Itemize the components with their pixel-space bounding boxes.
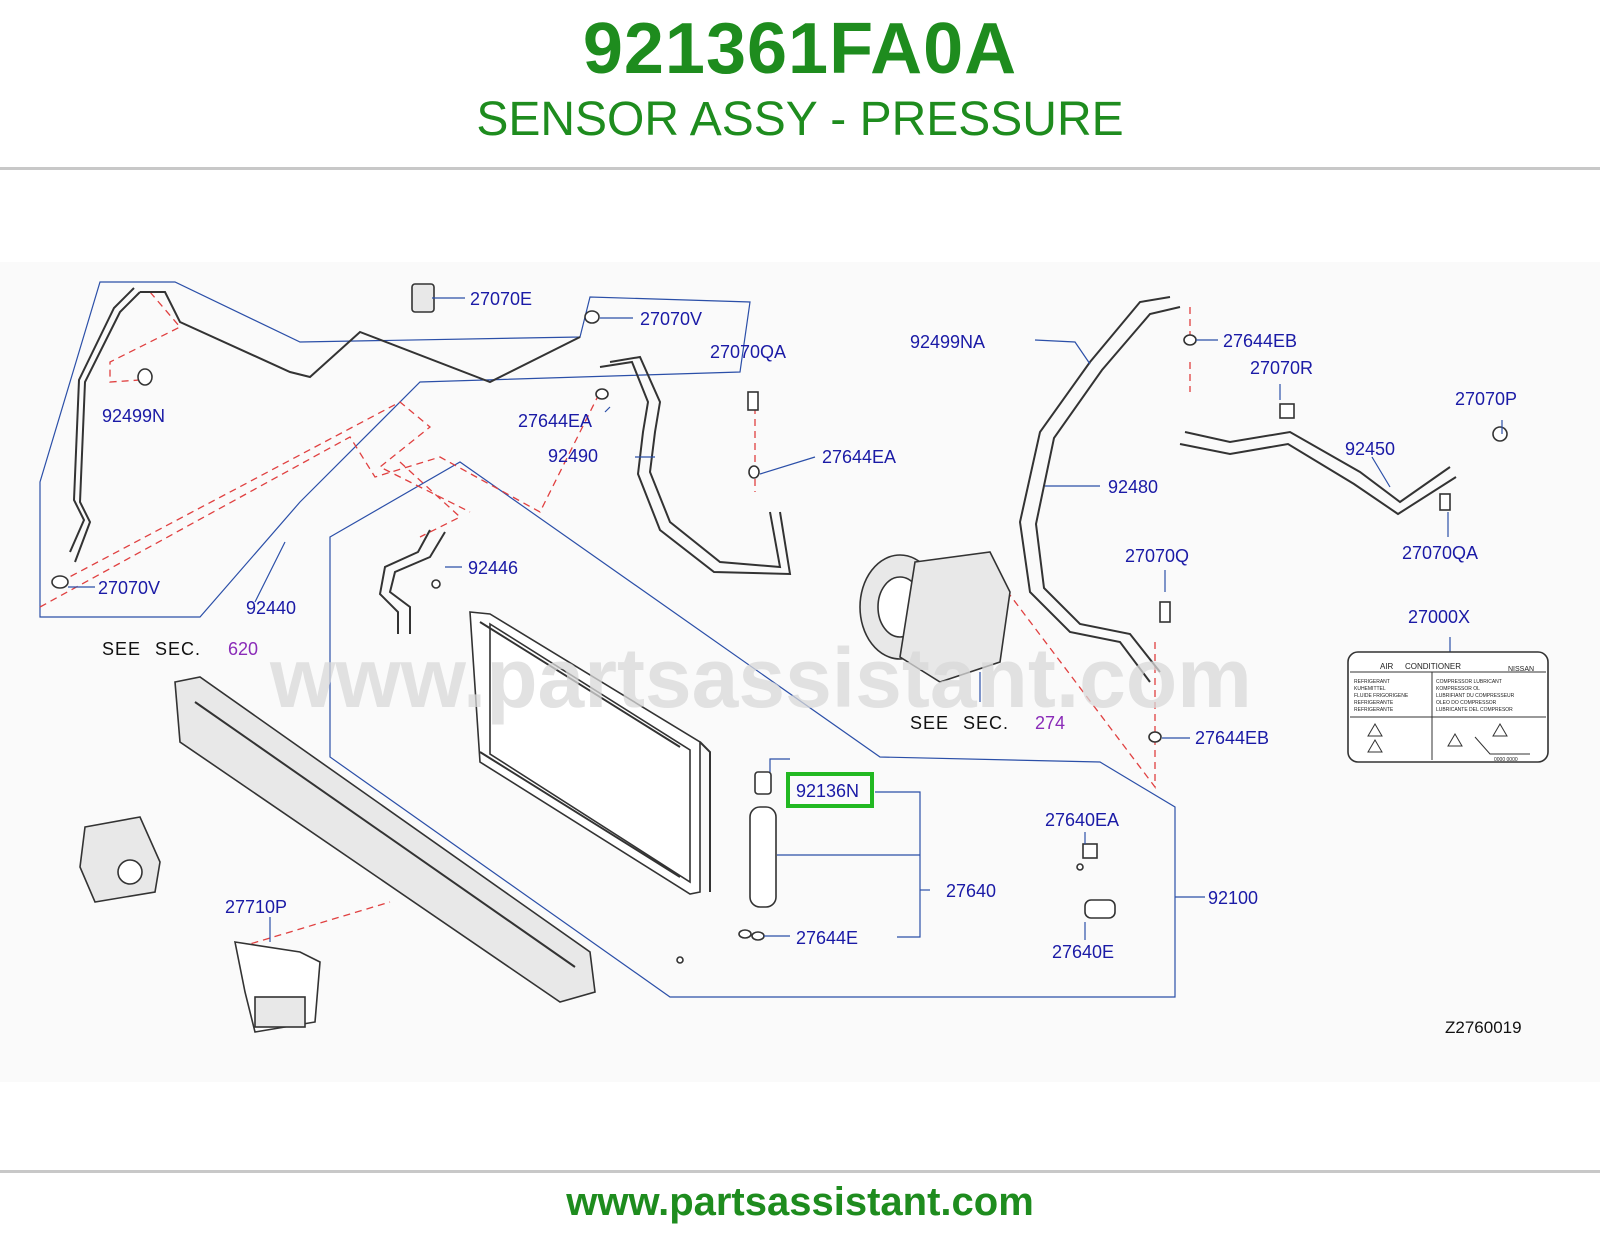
dash-line-g: [984, 561, 1156, 789]
pipe-92446-inner: [378, 529, 431, 634]
callout-27644E[interactable]: 27644E: [796, 928, 858, 948]
dash-line-h: [239, 901, 391, 948]
ac-label-title-left: AIR: [1380, 662, 1394, 671]
bracket-27710P-illustration: [233, 941, 321, 1033]
sec-label-left: SEC.: [155, 639, 201, 659]
callout-92100[interactable]: 92100: [1208, 888, 1258, 908]
page-header: 921361FA0A SENSOR ASSY - PRESSURE: [0, 0, 1600, 170]
callout-27070Q[interactable]: 27070Q: [1125, 546, 1189, 566]
callout-27644EB-top[interactable]: 27644EB: [1223, 331, 1297, 351]
footer-website-link[interactable]: www.partsassistant.com: [566, 1180, 1034, 1224]
section-number-274[interactable]: 274: [1035, 713, 1065, 733]
watermark-text: www.partsassistant.com: [269, 631, 1252, 725]
callout-27070QA-mid[interactable]: 27070QA: [710, 342, 786, 362]
footer-divider: [0, 1170, 1600, 1173]
receiver-drier-illustration: [738, 771, 777, 941]
warning-triangle-icon: [1367, 723, 1383, 737]
ac-label-brand: NISSAN: [1508, 666, 1534, 673]
header-divider: [0, 167, 1600, 170]
callout-27070P[interactable]: 27070P: [1455, 389, 1517, 409]
callout-27070V-top[interactable]: 27070V: [640, 309, 702, 329]
part-name-subtitle: SENSOR ASSY - PRESSURE: [476, 93, 1124, 146]
callout-27070QA-right[interactable]: 27070QA: [1402, 543, 1478, 563]
callout-27710P[interactable]: 27710P: [225, 897, 287, 917]
ac-label-right-line-5: LUBRICANTE DEL COMPRESOR: [1436, 707, 1513, 713]
condenser-illustration: [469, 611, 711, 895]
pipe-92446: [388, 531, 446, 634]
horn-unit-illustration: [79, 816, 161, 903]
ac-label-right-line-4: OLEO DO COMPRESSOR: [1436, 700, 1497, 706]
ac-label-right-line-3: LUBRIFIANT DU COMPRESSEUR: [1436, 693, 1515, 699]
callout-27644EB-bottom[interactable]: 27644EB: [1195, 728, 1269, 748]
dash-line-c: [39, 391, 601, 608]
figure-code: Z2760019: [1445, 1018, 1522, 1037]
ac-label-left-line-1: REFRIGERANT: [1354, 679, 1390, 685]
ac-label-left-line-4: REFRIGERANTE: [1354, 700, 1394, 706]
dash-line-a: [109, 291, 182, 383]
group-outline-92440: [39, 281, 751, 618]
callout-27640E[interactable]: 27640E: [1052, 942, 1114, 962]
small-fasteners: [51, 310, 1508, 964]
see-label-left: SEE: [102, 639, 141, 659]
ac-label-left-line-3: FLUIDE FRIGORIGENE: [1354, 693, 1409, 699]
pipe-92490-inner: [599, 360, 792, 576]
pipe-92450: [1184, 430, 1451, 504]
see-label-right: SEE: [910, 713, 949, 733]
pipe-92490: [609, 355, 782, 569]
callout-leaders: [68, 297, 1503, 942]
parts-diagram-area: www.partsassistant.com 27070E 27070: [0, 262, 1600, 1082]
warning-triangle-icon: [1492, 723, 1508, 737]
callout-27644EA-right[interactable]: 27644EA: [822, 447, 896, 467]
part-number-title: 921361FA0A: [582, 9, 1018, 89]
clip-27070E-illustration: [411, 283, 435, 313]
ac-label-left-line-2: KUHEMITTEL: [1354, 686, 1386, 692]
callout-92446[interactable]: 92446: [468, 558, 518, 578]
ac-label-code: 0000 0000: [1494, 757, 1518, 763]
callout-27644EA-left[interactable]: 27644EA: [518, 411, 592, 431]
section-ref-620[interactable]: SEE SEC. 620: [102, 639, 258, 659]
callout-27070R[interactable]: 27070R: [1250, 358, 1313, 378]
callout-27640[interactable]: 27640: [946, 881, 996, 901]
section-ref-274[interactable]: SEE SEC. 274: [910, 713, 1065, 733]
callout-92440[interactable]: 92440: [246, 598, 296, 618]
ac-label-left-line-5: REFRIGERANTE: [1354, 707, 1394, 713]
warning-triangle-icon: [1447, 733, 1463, 747]
sec-label-right: SEC.: [963, 713, 1009, 733]
callout-92480[interactable]: 92480: [1108, 477, 1158, 497]
section-number-620[interactable]: 620: [228, 639, 258, 659]
callout-92499N[interactable]: 92499N: [102, 406, 165, 426]
group-outline-92100: [329, 461, 1176, 998]
parts-diagram: www.partsassistant.com 27070E 27070: [39, 281, 1549, 1037]
ac-label-right-line-1: COMPRESSOR LUBRICANT: [1436, 679, 1502, 685]
warning-triangle-icon: [1367, 739, 1383, 753]
pipe-92440-inner: [69, 287, 135, 553]
callout-92450[interactable]: 92450: [1345, 439, 1395, 459]
dash-line-b: [59, 401, 471, 583]
callout-27000X[interactable]: 27000X: [1408, 607, 1470, 627]
callout-92490[interactable]: 92490: [548, 446, 598, 466]
bumper-reinforcement-illustration: [174, 676, 596, 1003]
callout-27640EA[interactable]: 27640EA: [1045, 810, 1119, 830]
dash-line-d: [399, 461, 462, 538]
pipe-92480: [1018, 296, 1171, 683]
callout-92499NA[interactable]: 92499NA: [910, 332, 985, 352]
highlight-box-92136N: [786, 772, 874, 808]
callout-27070V-bottom[interactable]: 27070V: [98, 578, 160, 598]
ac-label-title-mid: CONDITIONER: [1405, 662, 1461, 671]
compressor-illustration: [859, 551, 1011, 683]
callout-92136N[interactable]: 92136N: [796, 781, 859, 801]
ac-label-right-line-2: KOMPRESSOR OL: [1436, 686, 1480, 692]
callout-27070E[interactable]: 27070E: [470, 289, 532, 309]
pipe-92440: [74, 291, 581, 563]
pipe-92450-inner: [1179, 442, 1457, 516]
pipe-92480-inner: [1034, 306, 1181, 673]
ac-warning-label: AIR CONDITIONER NISSAN REFRIGERANT KUHEM…: [1347, 651, 1549, 763]
